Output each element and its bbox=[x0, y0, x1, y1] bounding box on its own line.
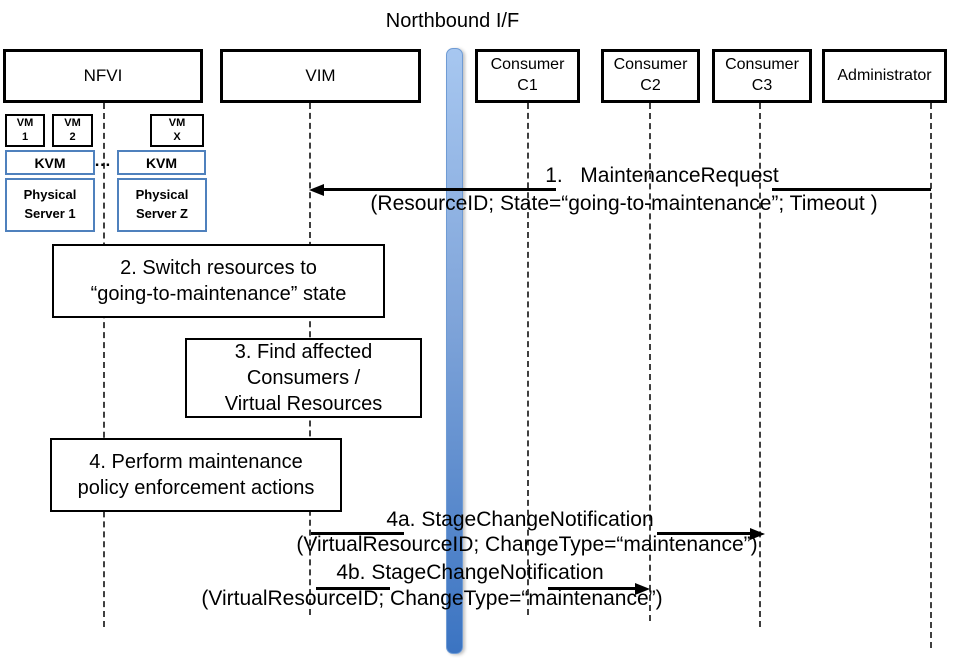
step-3-line3: Virtual Resources bbox=[224, 393, 383, 415]
message-4b-params: (VirtualResourceID; ChangeType=“maintena… bbox=[201, 587, 663, 610]
physical-server-z-box: Physical Server Z bbox=[117, 178, 207, 232]
kvm-left-label: KVM bbox=[34, 154, 66, 171]
actor-consumer-c1-line1: Consumer bbox=[490, 56, 565, 74]
diagram-title: Northbound I/F bbox=[385, 10, 520, 32]
message-1-label: 1. MaintenanceRequest bbox=[545, 164, 779, 187]
lifeline-nfvi bbox=[103, 103, 105, 627]
message-4a-params: (VirtualResourceID; ChangeType=“maintena… bbox=[296, 533, 758, 556]
lifeline-administrator bbox=[930, 103, 932, 648]
message-1-line-right bbox=[772, 188, 931, 191]
message-4b-line-left bbox=[316, 587, 390, 590]
kvm-right-label: KVM bbox=[145, 154, 178, 171]
physical-server-1-line2: Server 1 bbox=[24, 206, 76, 221]
step-2-line2: “going-to-maintenance” state bbox=[90, 283, 347, 305]
step-3-line1: 3. Find affected bbox=[234, 341, 373, 363]
lifeline-consumer-c2 bbox=[649, 103, 651, 621]
vm-x-line2: X bbox=[173, 130, 181, 143]
actor-consumer-c3-line2: C3 bbox=[751, 77, 773, 94]
actor-consumer-c2-line1: Consumer bbox=[613, 56, 688, 74]
actor-consumer-c1: Consumer C1 bbox=[475, 49, 580, 103]
actor-consumer-c3-line1: Consumer bbox=[725, 56, 799, 74]
vm-2-line1: VM bbox=[64, 116, 81, 129]
message-4a-line-left bbox=[311, 532, 404, 535]
message-4a-label: 4a. StageChangeNotification bbox=[386, 508, 654, 531]
actor-consumer-c3: Consumer C3 bbox=[712, 49, 812, 103]
kvm-right-box: KVM bbox=[117, 150, 206, 175]
physical-server-1-box: Physical Server 1 bbox=[5, 178, 95, 232]
physical-server-1-line1: Physical bbox=[23, 187, 77, 203]
actor-nfvi-label: NFVI bbox=[83, 65, 123, 85]
vm-1-line2: 1 bbox=[21, 130, 29, 143]
step-4-line1: 4. Perform maintenance bbox=[89, 451, 303, 473]
actor-administrator: Administrator bbox=[822, 49, 947, 103]
physical-server-z-line1: Physical bbox=[135, 187, 189, 203]
message-1-arrowhead-icon bbox=[309, 183, 324, 196]
vm-1-box: VM 1 bbox=[5, 114, 45, 147]
kvm-left-box: KVM bbox=[5, 150, 95, 175]
actor-consumer-c2: Consumer C2 bbox=[601, 49, 700, 103]
ellipsis-dots: … bbox=[94, 151, 111, 170]
message-4b-label: 4b. StageChangeNotification bbox=[336, 561, 604, 584]
actor-vim-label: VIM bbox=[305, 65, 336, 85]
actor-vim: VIM bbox=[220, 49, 421, 103]
step-4-line2: policy enforcement actions bbox=[77, 477, 315, 499]
message-4a-line-right bbox=[657, 532, 752, 535]
actor-administrator-label: Administrator bbox=[837, 66, 932, 84]
step-2-box: 2. Switch resources to “going-to-mainten… bbox=[52, 244, 385, 318]
vm-x-box: VM X bbox=[150, 114, 204, 147]
step-3-line2: Consumers / bbox=[246, 367, 361, 389]
vm-2-line2: 2 bbox=[69, 130, 76, 143]
step-2-line1: 2. Switch resources to bbox=[120, 257, 317, 279]
message-1-params: (ResourceID; State=“going-to-maintenance… bbox=[370, 192, 878, 215]
step-3-box: 3. Find affected Consumers / Virtual Res… bbox=[185, 338, 422, 418]
vm-2-box: VM 2 bbox=[52, 114, 93, 147]
actor-consumer-c1-line2: C1 bbox=[517, 77, 538, 94]
lifeline-consumer-c3 bbox=[759, 103, 761, 627]
actor-nfvi: NFVI bbox=[3, 49, 203, 103]
message-4b-arrowhead-icon bbox=[635, 582, 650, 595]
physical-server-z-line2: Server Z bbox=[135, 206, 189, 221]
step-4-box: 4. Perform maintenance policy enforcemen… bbox=[50, 438, 342, 512]
vm-1-line1: VM bbox=[16, 116, 34, 129]
lifeline-consumer-c1 bbox=[527, 103, 529, 615]
message-4a-arrowhead-icon bbox=[750, 527, 765, 540]
message-1-line-left bbox=[321, 188, 556, 191]
actor-consumer-c2-line2: C2 bbox=[640, 77, 661, 94]
vm-x-line1: VM bbox=[168, 116, 186, 129]
message-4b-line-right bbox=[548, 587, 636, 590]
northbound-if-bar bbox=[446, 48, 463, 654]
